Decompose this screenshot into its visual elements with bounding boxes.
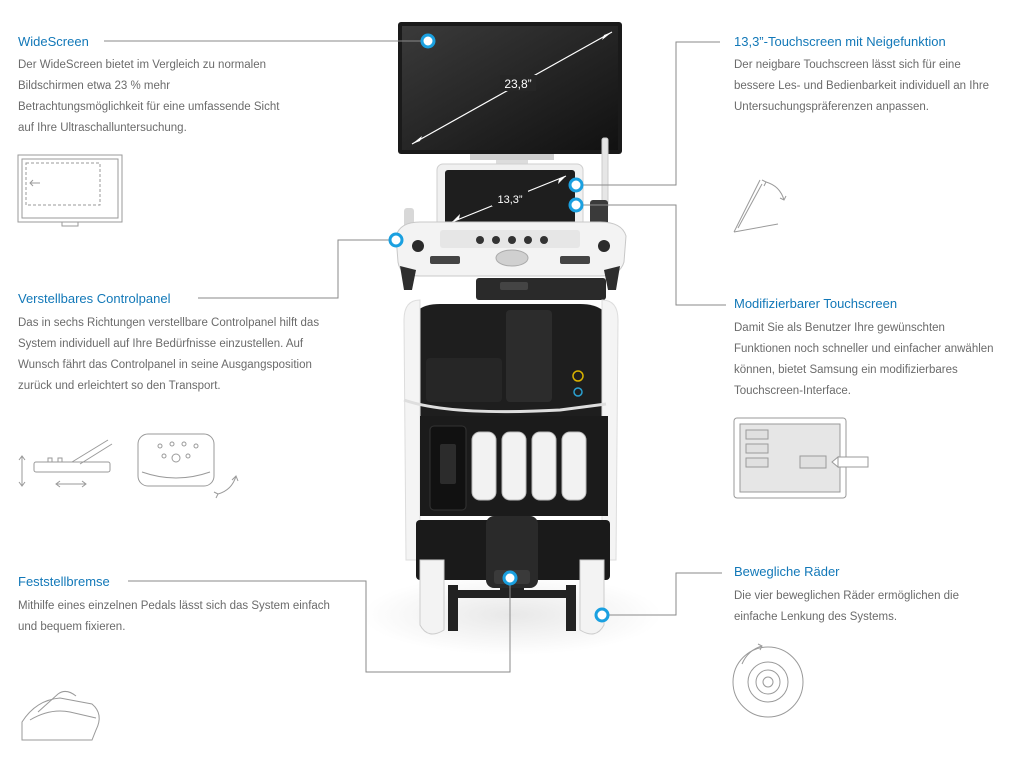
system-body (403, 299, 619, 635)
touchscreen-size-label: 13,3” (497, 194, 522, 206)
feature-title-tilt-touchscreen: 13,3”-Touchscreen mit Neigefunktion (734, 34, 946, 49)
feature-text-brake: Mithilfe eines einzelnen Pedals lässt si… (18, 600, 330, 633)
marker-modifiable-touchscreen[interactable] (568, 197, 584, 213)
panel-adjust-icon (18, 439, 113, 488)
feature-title-widescreen: WideScreen (18, 34, 89, 49)
touchscreen: 13,3” (436, 163, 584, 231)
probes (471, 431, 587, 501)
panel-top-icon (137, 433, 239, 499)
marker-brake[interactable] (502, 570, 518, 586)
feature-title-modifiable-touchscreen: Modifizierbarer Touchscreen (734, 296, 898, 311)
tilt-icon (733, 179, 787, 233)
feature-text-wheels: Die vier beweglichen Räder ermöglichen d… (734, 590, 960, 623)
leader-lines (104, 40, 726, 673)
feature-title-brake: Feststellbremse (18, 574, 110, 589)
feature-text-modifiable-touchscreen: Damit Sie als Benutzer Ihre gewünschten … (734, 322, 994, 397)
wheel-icon (732, 643, 804, 718)
feature-text-tilt-touchscreen: Der neigbare Touchscreen lässt sich für … (734, 59, 990, 113)
feature-text-controlpanel: Das in sechs Richtungen verstellbare Con… (18, 317, 320, 392)
markers (388, 33, 610, 623)
marker-controlpanel[interactable] (388, 232, 404, 248)
feature-title-wheels: Bewegliche Räder (734, 564, 840, 579)
marker-tilt-touchscreen[interactable] (568, 177, 584, 193)
widescreen-icon (17, 154, 123, 227)
marker-widescreen[interactable] (420, 33, 436, 49)
feature-text-widescreen: Der WideScreen bietet im Vergleich zu no… (18, 59, 280, 134)
marker-wheels[interactable] (594, 607, 610, 623)
monitor-size-label: 23,8” (504, 77, 531, 91)
feature-title-controlpanel: Verstellbares Controlpanel (18, 291, 171, 306)
pedal-icon (21, 690, 100, 741)
widescreen-monitor: 23,8” (398, 22, 622, 172)
touchscreen-interface-icon (733, 417, 869, 499)
control-panel (395, 221, 627, 300)
